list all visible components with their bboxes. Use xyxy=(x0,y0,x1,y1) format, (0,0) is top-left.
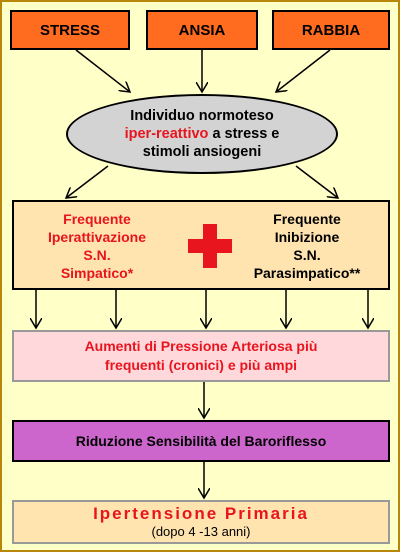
individuo-ellipse: Individuo normoteso iper-reattivo a stre… xyxy=(66,94,338,174)
plus-icon xyxy=(188,224,232,268)
rabbia-box: RABBIA xyxy=(272,10,390,50)
arrow-individuo-right xyxy=(295,165,338,198)
simpatico-line-4: Simpatico* xyxy=(60,265,134,281)
rabbia-label: RABBIA xyxy=(301,21,361,39)
individuo-line-3: stimoli ansiogeni xyxy=(142,144,262,160)
ansia-label: ANSIA xyxy=(178,21,226,39)
simpatico-text: Frequente Iperattivazione S.N. Simpatico… xyxy=(22,210,172,282)
sn-box: Frequente Iperattivazione S.N. Simpatico… xyxy=(12,200,390,290)
simpatico-line-2: Iperattivazione xyxy=(47,229,147,245)
ipertensione-box: Ipertensione Primaria (dopo 4 -13 anni) xyxy=(12,500,390,544)
arrow-rabbia xyxy=(276,49,331,92)
parasimpatico-text: Frequente Inibizione S.N. Parasimpatico*… xyxy=(232,210,382,282)
pressure-line-1: Aumenti di Pressione Arteriosa più xyxy=(84,338,318,354)
parasimpatico-line-3: S.N. xyxy=(293,247,321,263)
arrow-stress xyxy=(75,49,130,92)
stress-label: STRESS xyxy=(39,21,100,39)
individuo-line-2-rest: a stress e xyxy=(208,126,280,142)
iper-reattivo-text: iper-reattivo xyxy=(124,126,209,142)
baroriflesso-label: Riduzione Sensibilità del Baroriflesso xyxy=(75,433,327,449)
individuo-line-2: iper-reattivo a stress e xyxy=(125,125,280,143)
simpatico-line-3: S.N. xyxy=(83,247,111,263)
stress-box: STRESS xyxy=(10,10,130,50)
parasimpatico-line-1: Frequente xyxy=(273,211,341,227)
ipertensione-subtitle: (dopo 4 -13 anni) xyxy=(151,524,251,539)
pressure-box: Aumenti di Pressione Arteriosa più frequ… xyxy=(12,330,390,382)
pressure-text: Aumenti di Pressione Arteriosa più frequ… xyxy=(85,337,318,375)
baroriflesso-box: Riduzione Sensibilità del Baroriflesso xyxy=(12,420,390,462)
ansia-box: ANSIA xyxy=(146,10,258,50)
individuo-line-1: Individuo normoteso xyxy=(130,108,274,124)
parasimpatico-line-4: Parasimpatico** xyxy=(253,265,361,281)
simpatico-line-1: Frequente xyxy=(63,211,131,227)
pressure-line-2: frequenti (cronici) e più ampi xyxy=(104,357,298,373)
arrow-individuo-left xyxy=(66,165,109,198)
parasimpatico-line-2: Inibizione xyxy=(274,229,340,245)
ipertensione-title: Ipertensione Primaria xyxy=(93,504,309,523)
